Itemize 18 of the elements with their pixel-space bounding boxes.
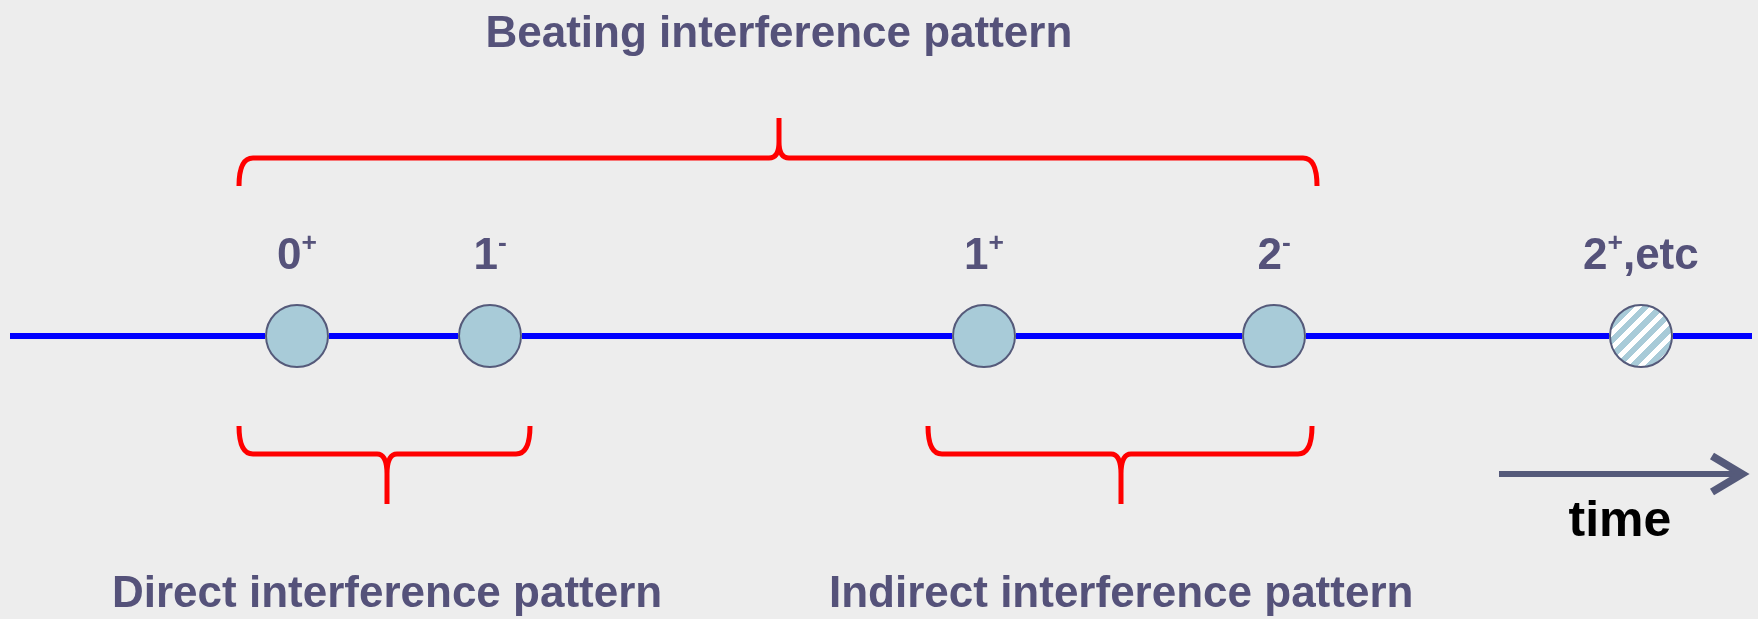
point-label: 1$^{-}$ (473, 232, 507, 276)
point-label: 1$^{+}$ (964, 232, 1004, 276)
timeline-segment (1306, 333, 1609, 339)
timeline-segment (522, 333, 952, 339)
point-label: 2$^{+}$,etc (1583, 232, 1699, 276)
timeline-segment (329, 333, 458, 339)
point-label: 0$^{+}$ (277, 232, 317, 276)
timeline-point (1609, 304, 1673, 368)
bracket-caption: Indirect interference pattern (829, 570, 1414, 614)
point-label: 2$^{-}$ (1257, 232, 1291, 276)
axis-label: time (1568, 494, 1672, 544)
timeline-point (1242, 304, 1306, 368)
bracket-caption: Beating interference pattern (485, 10, 1073, 54)
bracket-caption: Direct interference pattern (112, 570, 663, 614)
timeline-point (458, 304, 522, 368)
timeline-segment (1016, 333, 1242, 339)
timeline-point (952, 304, 1016, 368)
timeline-point (265, 304, 329, 368)
